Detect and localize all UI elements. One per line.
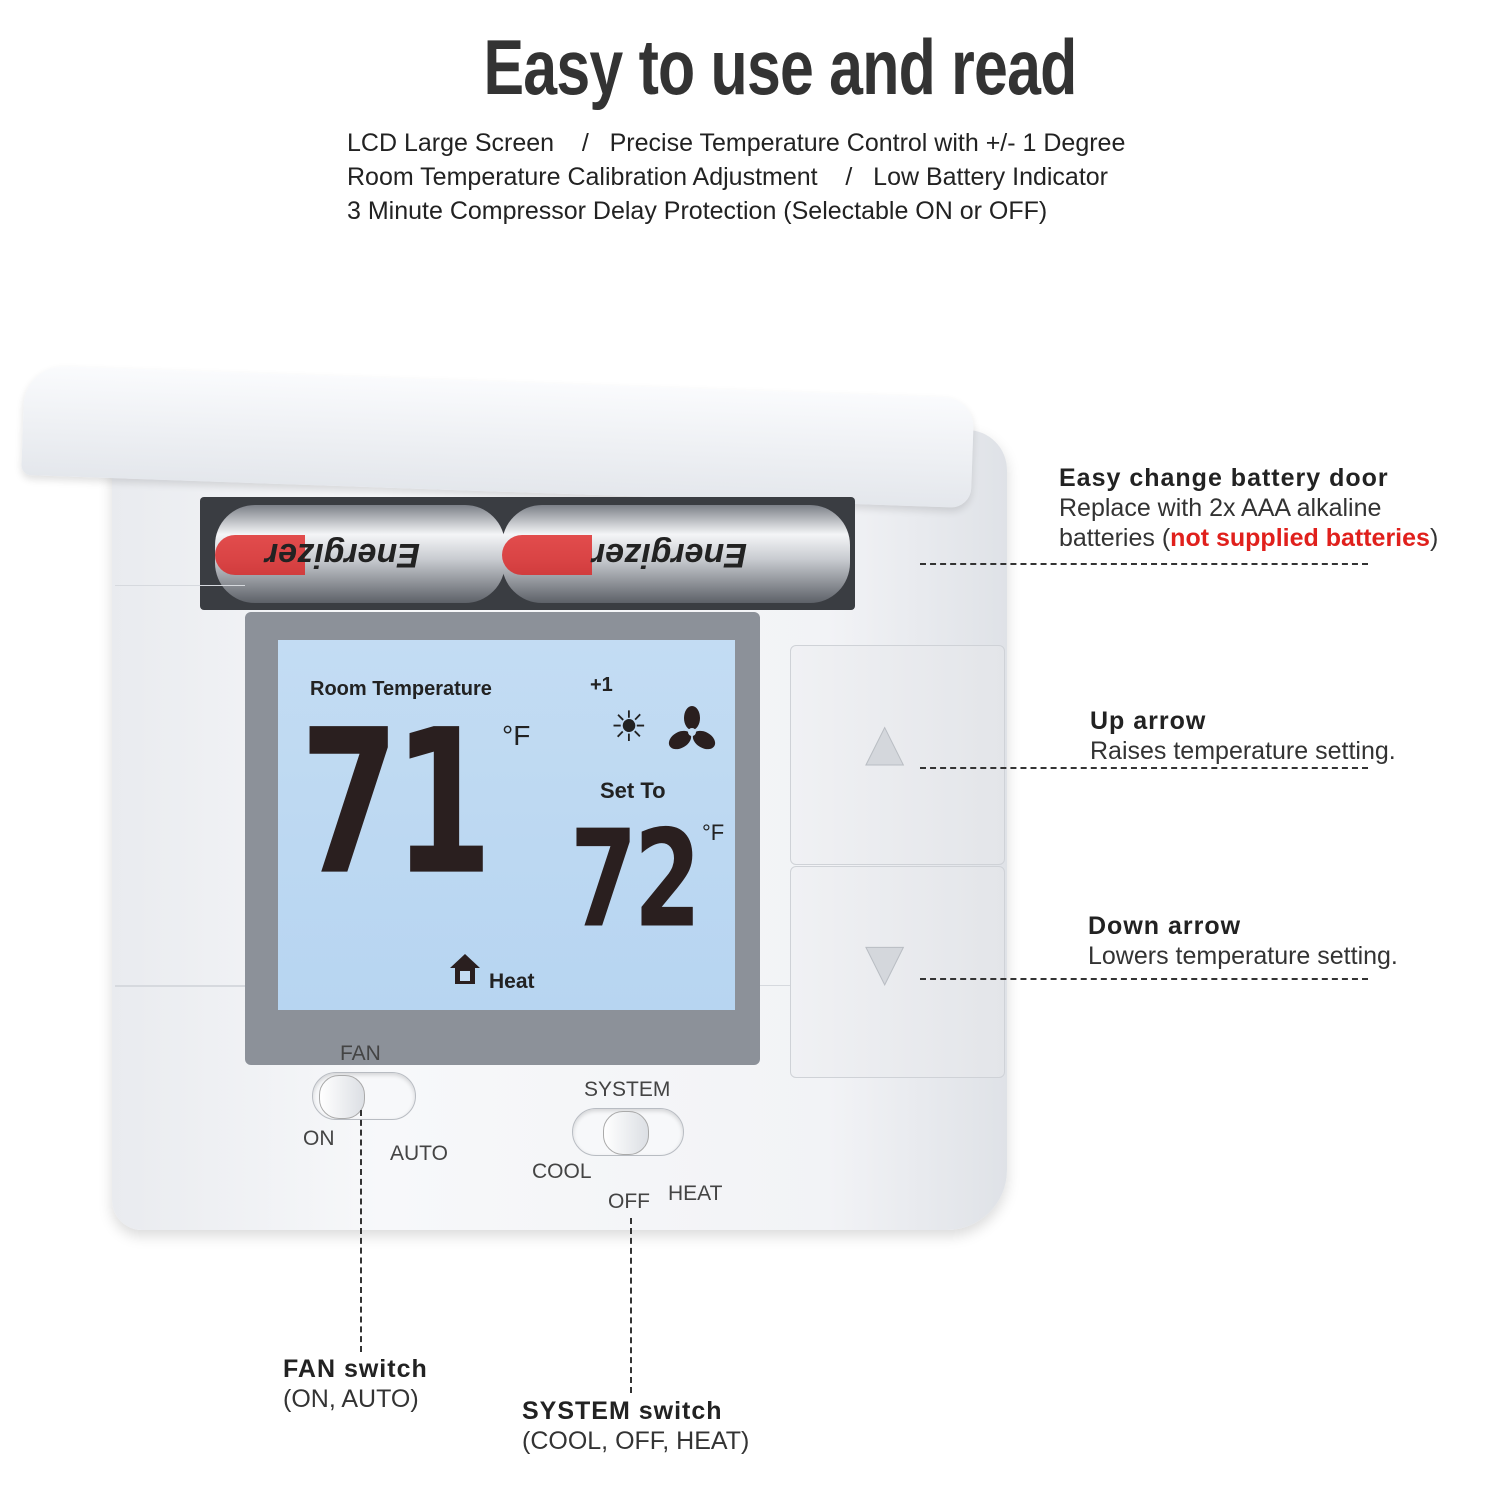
leader-line — [920, 978, 1368, 980]
system-cool-label: COOL — [532, 1160, 592, 1183]
feature-line: 3 Minute Compressor Delay Protection (Se… — [347, 197, 1048, 225]
system-switch[interactable] — [572, 1108, 684, 1156]
leader-line — [360, 1110, 362, 1352]
fan-auto-label: AUTO — [390, 1142, 448, 1165]
page-title: Easy to use and read — [483, 23, 1077, 111]
fan-switch-label: FAN — [340, 1042, 381, 1065]
calibration-offset: +1 — [590, 674, 613, 696]
set-unit: °F — [702, 820, 725, 845]
lcd-screen: Room Temperature +1 71 °F ☀ Set To 72 °F… — [278, 640, 735, 1010]
fan-switch-text: (ON, AUTO) — [283, 1385, 419, 1413]
text: batteries ( — [1059, 524, 1171, 552]
leader-line — [920, 563, 1368, 565]
battery-door-text: Replace with 2x AAA alkaline — [1059, 494, 1382, 522]
room-unit: °F — [502, 720, 531, 751]
leader-line — [920, 767, 1368, 769]
battery-brand: Energizer — [592, 536, 747, 574]
sun-icon: ☀ — [610, 703, 648, 750]
up-arrow-button[interactable]: ▲ — [790, 645, 1005, 865]
up-arrow-text: Raises temperature setting. — [1090, 737, 1396, 765]
battery: Energizer — [215, 505, 505, 603]
system-switch-text: (COOL, OFF, HEAT) — [522, 1427, 750, 1455]
down-arrow-title: Down arrow — [1088, 912, 1242, 940]
set-temperature-value: 72 — [570, 801, 701, 958]
battery-door-text-2: batteries (not supplied batteries) — [1059, 524, 1438, 552]
room-temperature-value: 71 — [300, 688, 493, 920]
room-temperature-label: Room Temperature — [310, 678, 492, 700]
feature-line: Room Temperature Calibration Adjustment … — [347, 163, 1109, 191]
system-heat-label: HEAT — [668, 1182, 723, 1205]
fan-icon — [668, 706, 716, 750]
system-switch-title: SYSTEM switch — [522, 1397, 723, 1425]
left-panel — [115, 585, 245, 987]
battery-door-title: Easy change battery door — [1059, 464, 1389, 492]
fan-switch-title: FAN switch — [283, 1355, 428, 1383]
mode-label: Heat — [489, 970, 535, 993]
home-icon — [450, 954, 480, 984]
fan-on-label: ON — [303, 1127, 335, 1150]
set-to-label: Set To — [600, 778, 666, 803]
triangle-down-icon: ▼ — [852, 926, 917, 998]
system-switch-label: SYSTEM — [584, 1078, 671, 1101]
feature-line: LCD Large Screen / Precise Temperature C… — [347, 129, 1126, 157]
triangle-up-icon: ▲ — [852, 707, 917, 779]
down-arrow-button[interactable]: ▼ — [790, 866, 1005, 1078]
system-off-label: OFF — [608, 1190, 650, 1213]
fan-switch[interactable] — [312, 1072, 416, 1120]
leader-line — [630, 1218, 632, 1393]
up-arrow-title: Up arrow — [1090, 707, 1207, 735]
battery: Energizer — [502, 505, 850, 603]
battery-brand: Energizer — [265, 536, 420, 574]
not-supplied-warning: not supplied batteries — [1170, 524, 1430, 552]
down-arrow-text: Lowers temperature setting. — [1088, 942, 1398, 970]
text: ) — [1429, 524, 1439, 552]
